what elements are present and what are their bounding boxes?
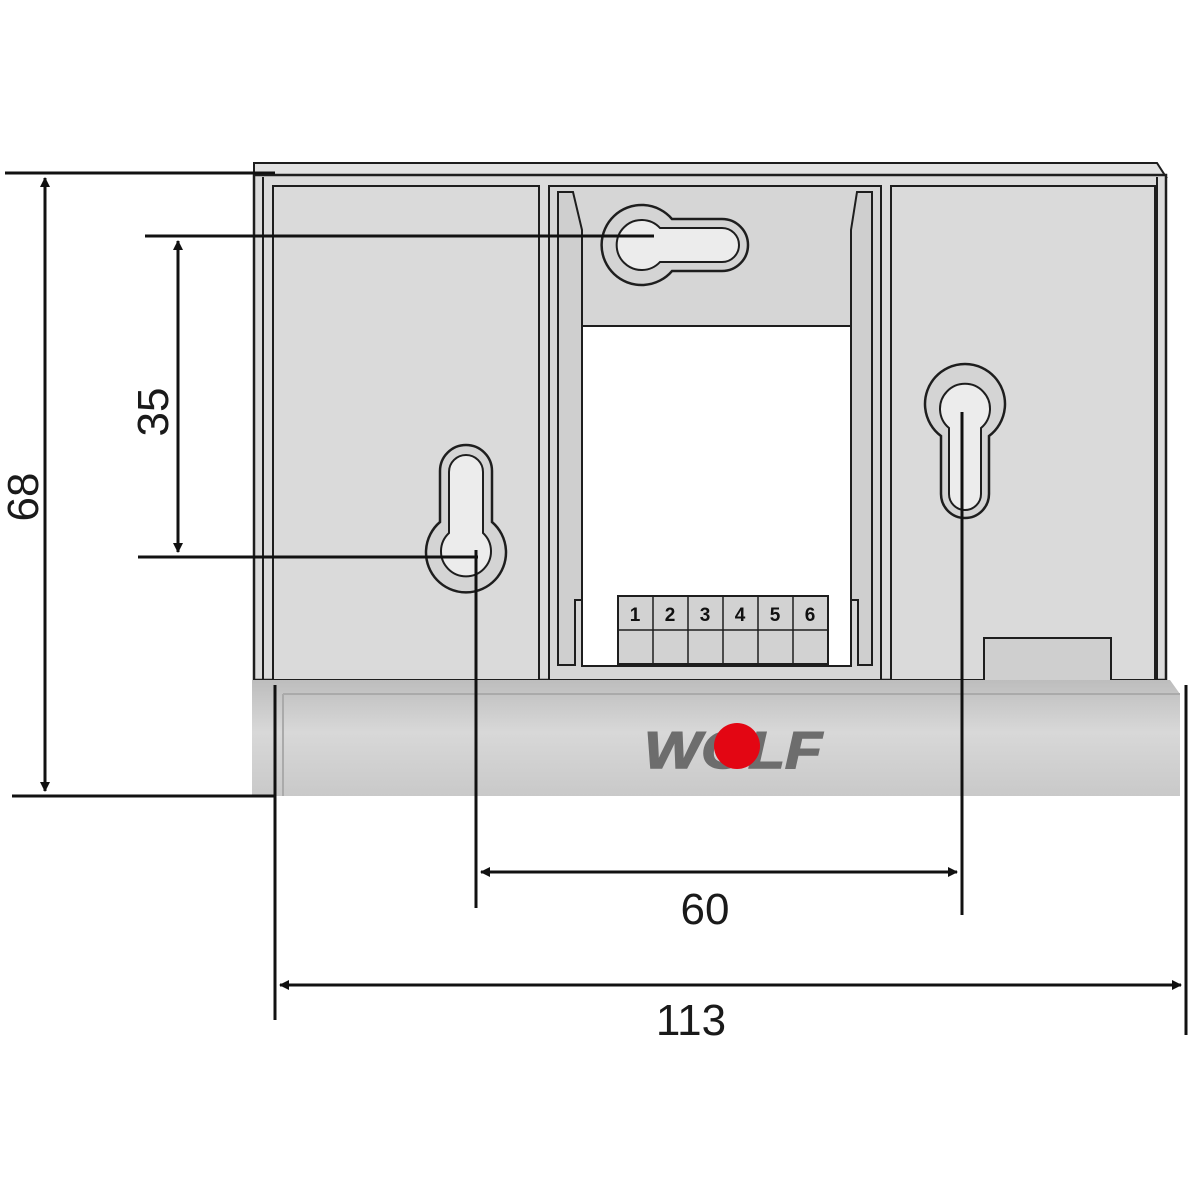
center-left-rail bbox=[557, 191, 583, 666]
left-keyhole bbox=[424, 443, 508, 594]
top-keyhole bbox=[600, 203, 750, 287]
wolf-logo-red-dot bbox=[714, 723, 760, 769]
terminal-label-2: 2 bbox=[665, 605, 676, 626]
right-panel bbox=[890, 185, 1156, 681]
dim-label-35: 35 bbox=[129, 388, 178, 437]
dimension-lines bbox=[5, 171, 1188, 1035]
center-right-rail bbox=[850, 191, 873, 666]
dim-label-113: 113 bbox=[656, 996, 726, 1045]
right-panel-slot bbox=[983, 637, 1112, 687]
terminal-label-5: 5 bbox=[770, 605, 781, 626]
right-keyhole bbox=[923, 362, 1007, 520]
dim-label-60: 60 bbox=[681, 885, 730, 934]
terminal-label-1: 1 bbox=[630, 605, 641, 626]
top-keyhole-inner bbox=[615, 219, 740, 271]
terminal-label-3: 3 bbox=[700, 605, 711, 626]
terminal-label-6: 6 bbox=[805, 605, 816, 626]
terminal-label-4: 4 bbox=[735, 605, 746, 626]
wolf-logo: WOLF bbox=[643, 721, 824, 781]
left-panel bbox=[272, 185, 540, 681]
terminal-block: 1 2 3 4 5 6 bbox=[617, 595, 829, 665]
dim-label-68: 68 bbox=[0, 473, 48, 522]
